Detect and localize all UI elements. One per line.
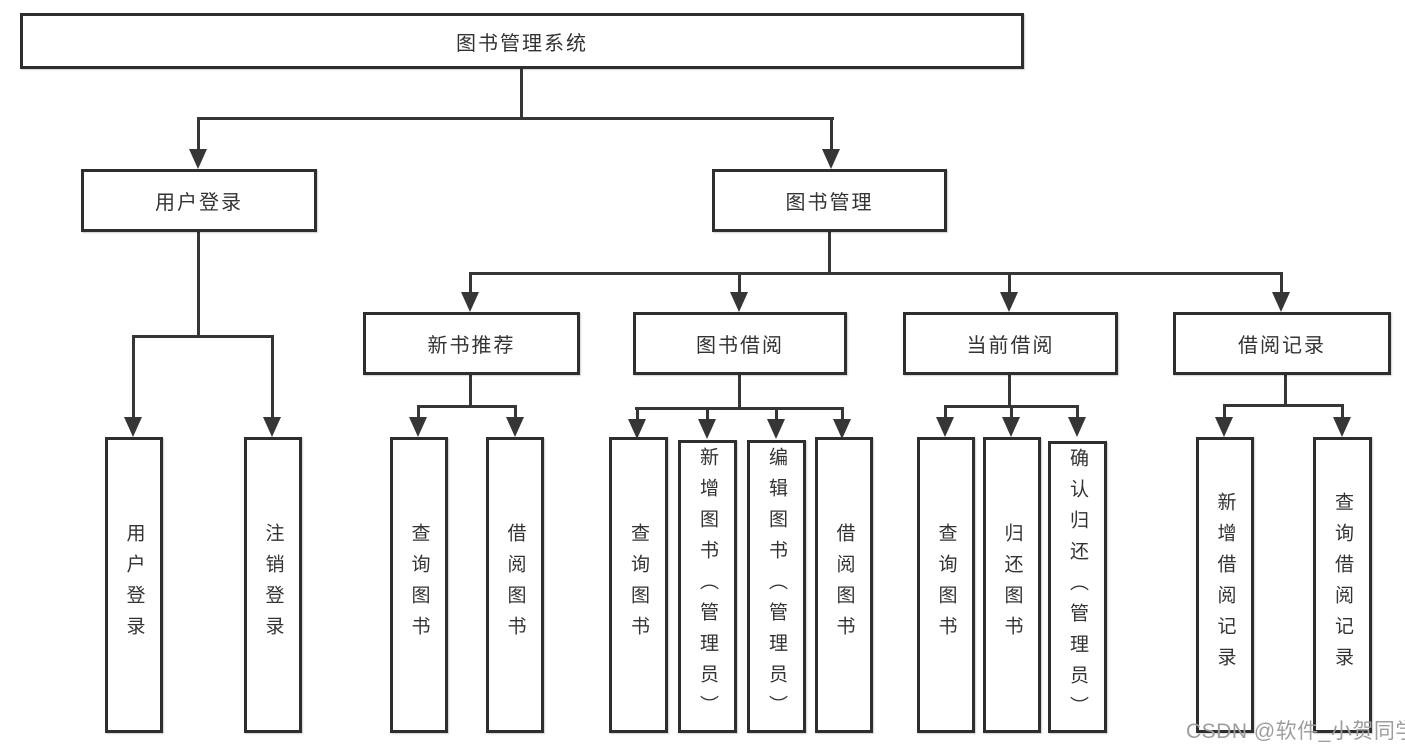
- leaf-bb-add-books-admin: 新增图书（管理员）: [678, 440, 737, 733]
- connector-line: [636, 407, 639, 419]
- connector-line: [1223, 404, 1226, 417]
- leaf-bb-borrow-books-label: 借阅图书: [833, 523, 855, 647]
- leaf-br-query-record: 查询借阅记录: [1313, 437, 1372, 733]
- leaf-bb-query-books-label: 查询图书: [628, 523, 649, 647]
- arrow-down-icon: [1068, 417, 1086, 437]
- connector-line: [841, 407, 844, 419]
- connector-line: [1341, 404, 1344, 417]
- arrow-down-icon: [936, 417, 954, 437]
- connector-line: [706, 407, 709, 419]
- connector-line: [1284, 375, 1287, 407]
- node-borrow-records: 借阅记录: [1173, 312, 1391, 375]
- leaf-user-login: 用户登录: [105, 437, 163, 733]
- leaf-nb-query-books: 查询图书: [390, 437, 448, 733]
- leaf-bb-query-books: 查询图书: [609, 437, 668, 733]
- watermark: CSDN @软件_小贺同学: [1186, 720, 1405, 743]
- node-borrow-records-label: 借阅记录: [1238, 335, 1326, 357]
- leaf-br-add-record-label: 新增借阅记录: [1214, 492, 1236, 678]
- connector-line: [1224, 404, 1343, 407]
- leaf-nb-query-books-label: 查询图书: [408, 523, 430, 647]
- node-current-borrow-label: 当前借阅: [966, 335, 1055, 357]
- arrow-down-icon: [1215, 417, 1233, 437]
- connector-line: [1280, 272, 1283, 292]
- leaf-cb-query-books-label: 查询图书: [935, 523, 957, 647]
- connector-line: [828, 232, 831, 275]
- leaf-bb-edit-books-admin-label: 编辑图书（管理员）: [766, 447, 787, 726]
- arrow-down-icon: [461, 292, 479, 312]
- arrow-down-icon: [698, 419, 716, 439]
- connector-line: [133, 335, 274, 338]
- arrow-down-icon: [263, 417, 281, 437]
- arrow-down-icon: [628, 419, 646, 439]
- node-new-book-recommend: 新书推荐: [363, 312, 580, 375]
- node-current-borrow: 当前借阅: [903, 312, 1118, 375]
- connector-line: [271, 335, 274, 417]
- leaf-bb-add-books-admin-label: 新增图书（管理员）: [697, 447, 718, 726]
- leaf-cb-confirm-return-admin-label: 确认归还（管理员）: [1067, 447, 1088, 727]
- node-root: 图书管理系统: [20, 13, 1024, 69]
- connector-line: [520, 69, 523, 120]
- arrow-down-icon: [833, 419, 851, 439]
- arrow-down-icon: [1333, 417, 1351, 437]
- arrow-down-icon: [1272, 292, 1290, 312]
- connector-line: [738, 375, 741, 410]
- arrow-down-icon: [409, 417, 427, 437]
- leaf-br-query-record-label: 查询借阅记录: [1332, 492, 1353, 678]
- leaf-user-login-label: 用户登录: [123, 523, 145, 647]
- leaf-cb-return-books-label: 归还图书: [1001, 523, 1023, 647]
- connector-line: [635, 407, 844, 410]
- connector-line: [197, 117, 200, 149]
- connector-line: [738, 272, 741, 292]
- connector-line: [1010, 405, 1013, 417]
- connector-line: [198, 117, 834, 120]
- arrow-down-icon: [822, 149, 840, 169]
- arrow-down-icon: [1000, 292, 1018, 312]
- arrow-down-icon: [124, 417, 142, 437]
- node-root-label: 图书管理系统: [456, 32, 588, 55]
- leaf-nb-borrow-books: 借阅图书: [486, 437, 544, 733]
- node-new-book-recommend-label: 新书推荐: [427, 335, 516, 357]
- connector-line: [469, 272, 472, 292]
- connector-line: [132, 335, 135, 417]
- node-book-management-label: 图书管理: [785, 192, 874, 214]
- connector-line: [775, 407, 778, 419]
- arrow-down-icon: [189, 149, 207, 169]
- arrow-down-icon: [506, 417, 524, 437]
- connector-line: [1008, 272, 1011, 292]
- connector-line: [197, 232, 200, 338]
- leaf-cb-confirm-return-admin: 确认归还（管理员）: [1048, 441, 1107, 733]
- leaf-bb-borrow-books: 借阅图书: [815, 437, 873, 733]
- connector-line: [1076, 405, 1079, 417]
- leaf-cb-return-books: 归还图书: [983, 437, 1041, 733]
- connector-line: [514, 405, 517, 417]
- leaf-bb-edit-books-admin: 编辑图书（管理员）: [747, 440, 806, 733]
- leaf-cb-query-books: 查询图书: [917, 437, 975, 733]
- connector-line: [469, 272, 1283, 275]
- connector-line: [417, 405, 420, 417]
- leaf-nb-borrow-books-label: 借阅图书: [504, 523, 526, 647]
- arrow-down-icon: [730, 292, 748, 312]
- leaf-br-add-record: 新增借阅记录: [1196, 437, 1254, 733]
- connector-line: [944, 405, 947, 417]
- node-book-borrow: 图书借阅: [633, 312, 847, 375]
- node-book-borrow-label: 图书借阅: [696, 335, 784, 357]
- connector-line: [417, 405, 517, 408]
- arrow-down-icon: [1002, 417, 1020, 437]
- connector-line: [469, 375, 472, 408]
- node-book-management: 图书管理: [712, 169, 947, 232]
- connector-line: [1008, 375, 1011, 408]
- leaf-logout-label: 注销登录: [262, 523, 284, 647]
- node-user-login: 用户登录: [81, 169, 317, 232]
- arrow-down-icon: [767, 419, 785, 439]
- connector-line: [830, 117, 833, 149]
- node-user-login-label: 用户登录: [155, 192, 243, 214]
- leaf-logout: 注销登录: [244, 437, 302, 733]
